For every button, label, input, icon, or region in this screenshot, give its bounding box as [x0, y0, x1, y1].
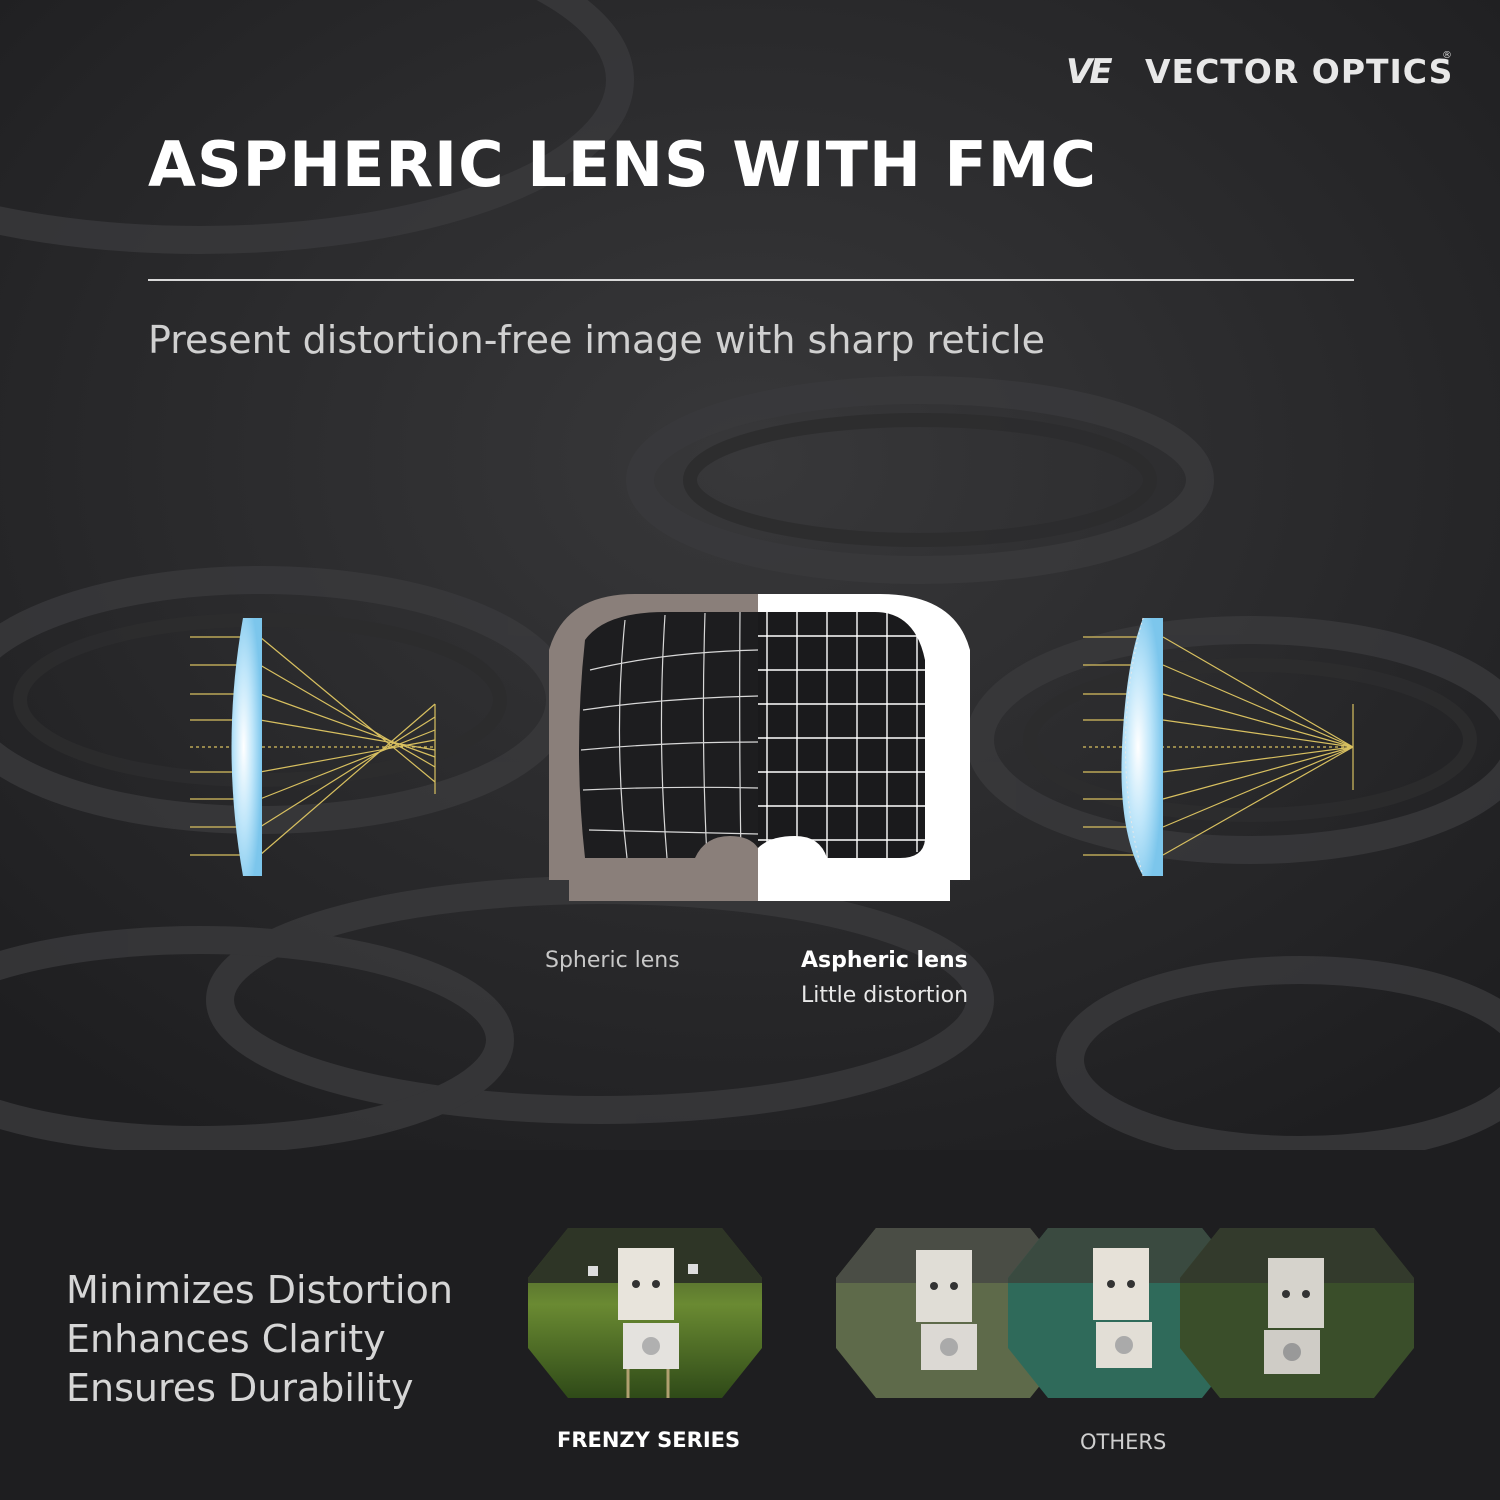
benefit-enhances-clarity: Enhances Clarity [66, 1317, 386, 1361]
target-scene-icon [1180, 1228, 1414, 1398]
registered-mark: ® [1442, 50, 1452, 61]
aspheric-lens-caption: Aspheric lens [801, 948, 968, 973]
target-scene-icon [528, 1228, 762, 1398]
aspheric-lens-subcaption: Little distortion [801, 983, 969, 1008]
spheric-lens-diagram-icon [190, 618, 436, 876]
spheric-lens-caption: Spheric lens [545, 948, 680, 973]
vector-optics-logo-icon: VE [1066, 52, 1113, 92]
frenzy-series-label: FRENZY SERIES [557, 1428, 741, 1452]
red-dot-window-icon [549, 594, 970, 901]
benefit-ensures-durability: Ensures Durability [66, 1366, 414, 1410]
title-divider [148, 279, 1354, 281]
others-label: OTHERS [1080, 1430, 1167, 1454]
brand-name: VECTOR OPTICS [1145, 52, 1454, 91]
aspheric-lens-diagram-icon [1083, 617, 1354, 877]
benefit-minimizes-distortion: Minimizes Distortion [66, 1268, 453, 1312]
page-title: ASPHERIC LENS WITH FMC [148, 128, 1097, 201]
page-subtitle: Present distortion-free image with sharp… [148, 318, 1045, 362]
others-target-scenes [836, 1228, 1414, 1398]
